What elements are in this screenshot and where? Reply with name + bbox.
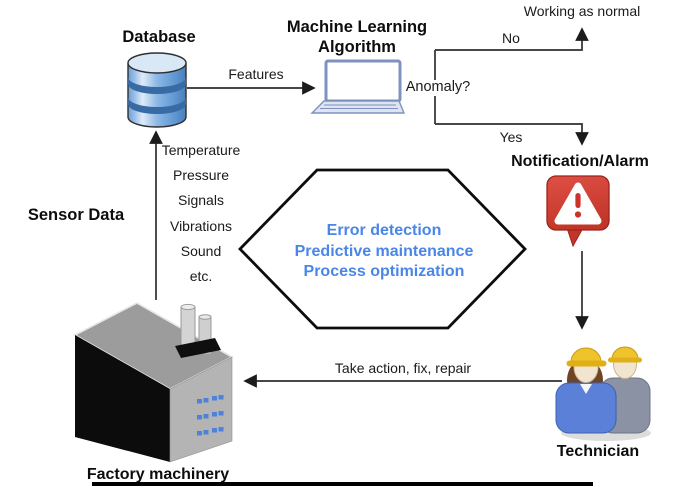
anomaly-label: Anomaly? <box>402 79 474 96</box>
sensor-item-temperature: Temperature <box>161 142 241 158</box>
sensor-item-signals: Signals <box>178 192 224 209</box>
technician-label: Technician <box>556 443 640 460</box>
sensor-item-pressure: Pressure <box>172 167 230 184</box>
hexagon-line-predictive-maintenance: Predictive maintenance <box>294 242 474 260</box>
sensor-item-vibrations: Vibrations <box>169 217 232 234</box>
laptop-icon <box>310 59 406 114</box>
notification-alarm-label: Notification/Alarm <box>511 153 649 170</box>
bottom-border-line <box>92 482 593 486</box>
factory-machinery-label: Factory machinery <box>86 466 230 483</box>
hexagon-outline <box>238 168 527 330</box>
ml-label-line1: Machine Learning <box>286 18 428 36</box>
sensor-item-etc: etc. <box>189 268 213 285</box>
take-action-label: Take action, fix, repair <box>334 360 472 376</box>
sensor-data-label: Sensor Data <box>27 206 125 224</box>
no-branch-arrow <box>435 27 589 51</box>
database-cylinder-icon <box>127 52 187 128</box>
hexagon-goals-text: Error detection Predictive maintenance P… <box>295 221 474 283</box>
database-label: Database <box>122 28 196 46</box>
features-label: Features <box>228 66 284 82</box>
yes-branch-arrow <box>435 123 589 146</box>
ml-label-line2: Algorithm <box>318 37 396 56</box>
two-workers-hardhat-icon <box>555 346 651 441</box>
factory-window-dots <box>197 395 224 436</box>
working-as-normal-label: Working as normal <box>523 3 641 19</box>
hexagon-line-process-optimization: Process optimization <box>303 263 465 280</box>
factory-building-icon <box>73 302 234 463</box>
alarm-speech-bubble-icon <box>546 175 610 248</box>
sensor-signal-list: Temperature Pressure Signals Vibrations … <box>155 138 247 289</box>
hexagon-line-error-detection: Error detection <box>326 222 442 239</box>
ml-algorithm-label: Machine Learning Algorithm <box>287 18 427 57</box>
sensor-item-sound: Sound <box>180 242 222 259</box>
yes-label: Yes <box>499 129 523 145</box>
chimney-icons <box>180 303 212 355</box>
no-label: No <box>502 30 520 46</box>
